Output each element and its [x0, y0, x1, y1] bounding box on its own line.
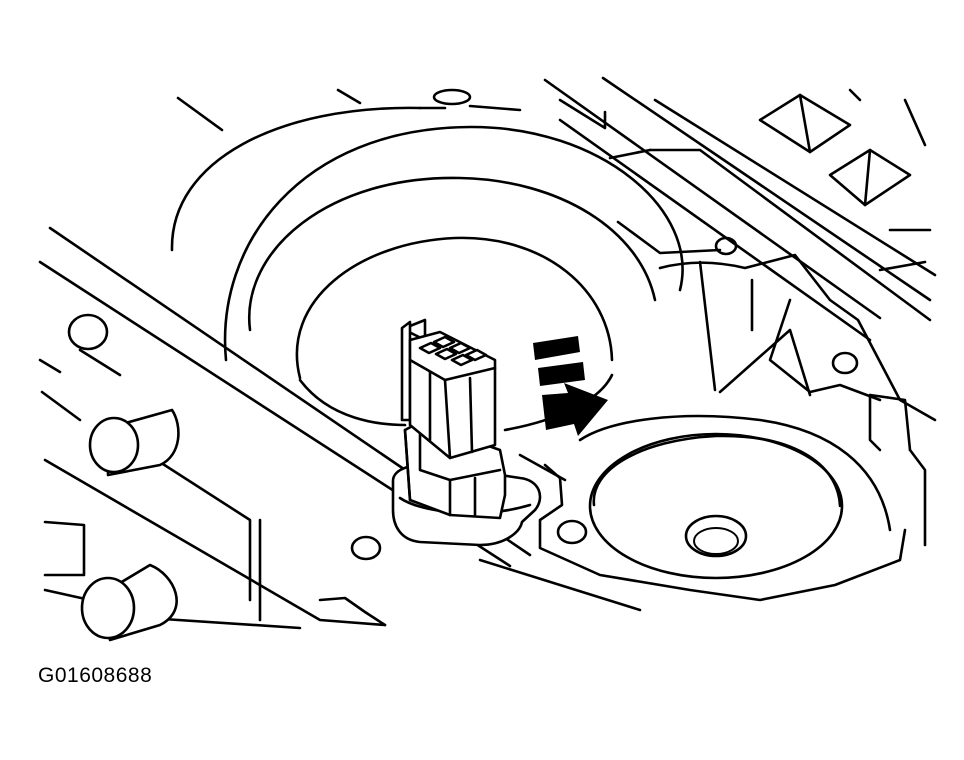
connector-pin: [448, 341, 472, 355]
arrow-down-right-icon: [533, 336, 608, 436]
housing-outline: [170, 88, 522, 252]
connector-pin: [450, 353, 474, 367]
connector-pin: [464, 348, 488, 362]
connector-pin: [434, 347, 458, 361]
connector-pin: [418, 341, 442, 355]
figure-code-label: G01608688: [38, 664, 153, 687]
connector-pin: [432, 335, 456, 349]
connector-pins: [418, 335, 488, 367]
cylinder-bosses: [80, 408, 180, 642]
upper-ridges: [543, 76, 937, 342]
electrical-connector: [391, 318, 542, 547]
lower-right-casting: [518, 253, 937, 602]
mounting-holes: [67, 236, 859, 561]
